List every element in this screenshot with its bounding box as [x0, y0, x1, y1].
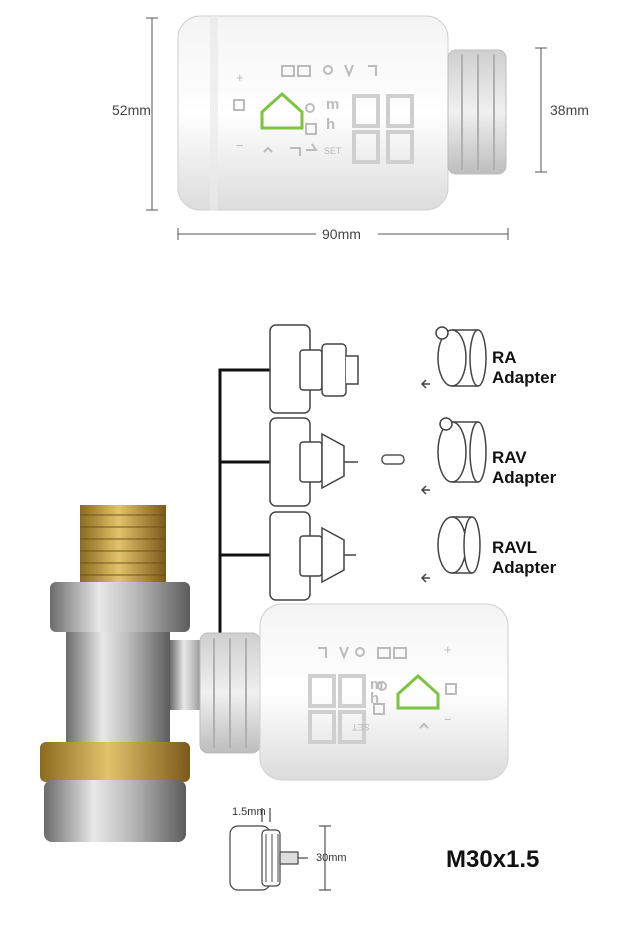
dim-width-label: 90mm [322, 226, 361, 242]
adapter-label-rav-line1: RAV [492, 448, 527, 467]
pin-sketch [381, 454, 405, 465]
display-m: m [326, 96, 340, 113]
bottom-display-h: h [370, 690, 380, 707]
bottom-body [259, 603, 509, 781]
valve-sketch-ra [269, 324, 359, 414]
adapter-label-ra-line2: Adapter [492, 368, 557, 387]
thread-size-label: M30x1.5 [446, 846, 540, 873]
connector-lines [218, 368, 270, 640]
adapter-sketch-ravl [420, 516, 481, 583]
dim-diameter-label: 30mm [316, 852, 347, 864]
bottom-home-icon [396, 673, 440, 710]
top-thermostat [146, 15, 547, 240]
valve-sketch-ravl [269, 511, 356, 601]
adapter-label-ra-line1: RA [492, 348, 517, 367]
dim-90-line [177, 228, 509, 240]
display-plus: + [236, 70, 244, 85]
bottom-display-plus: + [444, 642, 452, 657]
dim-flange-label: 1.5mm [232, 806, 266, 818]
adapter-label-ravl: RAVL Adapter [492, 538, 556, 578]
adapter-sketch-ra [420, 326, 487, 389]
dim-38-line [535, 47, 547, 173]
valve-sketch-rav [269, 417, 358, 507]
display-minus: − [236, 138, 244, 153]
bottom-display-m: m [370, 676, 384, 693]
adapter-dimension-diagram [229, 808, 331, 891]
adapter-label-rav: RAV Adapter [492, 448, 556, 488]
home-icon [260, 91, 304, 130]
adapter-label-rav-line2: Adapter [492, 468, 557, 487]
bottom-temperature-digits [308, 674, 366, 744]
brass-thread [80, 505, 166, 585]
adapter-sketch-rav [420, 417, 487, 495]
radiator-valve [40, 505, 210, 842]
adapter-label-ravl-line1: RAVL [492, 538, 538, 557]
dim-52-line [146, 17, 158, 211]
thermostat-body [177, 15, 449, 211]
bottom-display-icons [318, 646, 457, 729]
dim-height-left-label: 52mm [112, 102, 151, 118]
bottom-display-set: SET [352, 722, 370, 732]
display-set: SET [324, 146, 342, 156]
display-h: h [326, 116, 336, 133]
temperature-digits [352, 94, 414, 164]
adapter-label-ravl-line2: Adapter [492, 558, 557, 577]
bottom-display-minus: − [444, 712, 452, 727]
display-icons [233, 64, 377, 156]
adapter-label-ra: RA Adapter [492, 348, 556, 388]
bottom-thermostat [199, 603, 509, 781]
dim-height-right-label: 38mm [550, 102, 589, 118]
